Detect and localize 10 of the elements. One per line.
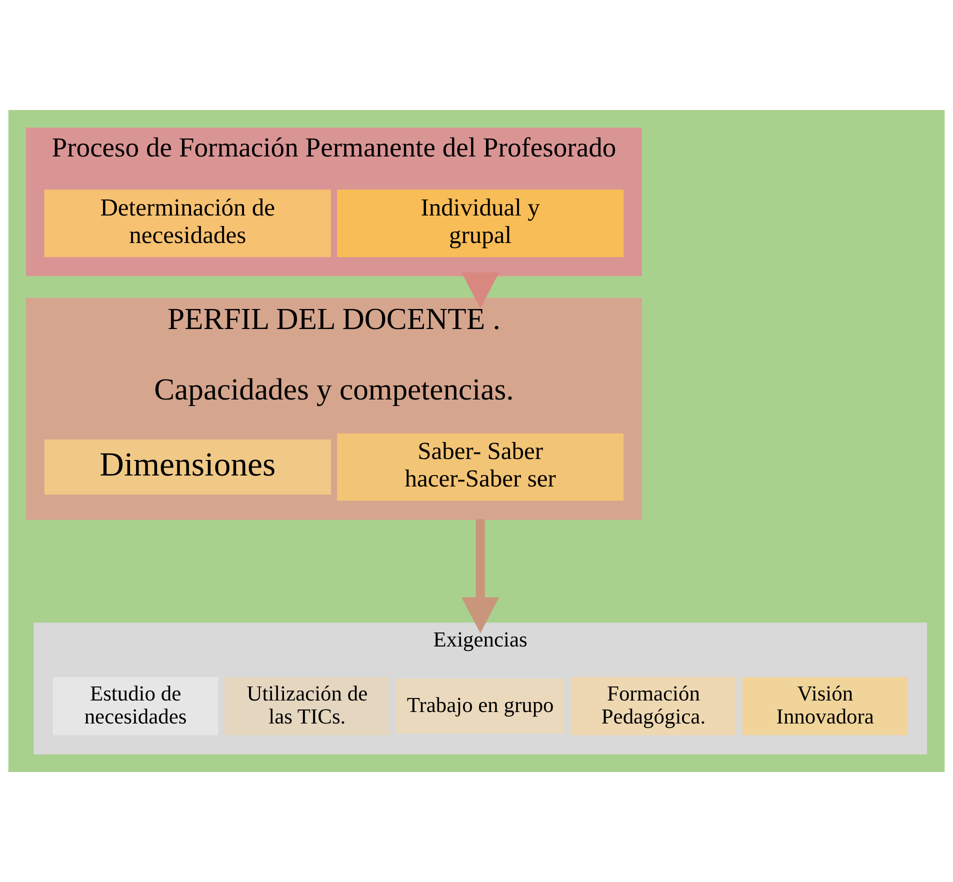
- node-box: Formación Pedagógica.: [570, 677, 736, 736]
- node-box: Visión Innovadora: [742, 677, 908, 736]
- node-box: Dimensiones: [44, 439, 331, 495]
- node-box: Utilización de las TICs.: [224, 677, 390, 736]
- node-box: Trabajo en grupo: [396, 678, 565, 734]
- node-box: Individual y grupal: [337, 190, 624, 258]
- node-box: Determinación de necesidades: [44, 190, 331, 258]
- node-box: Saber- Saber hacer-Saber ser: [337, 433, 624, 501]
- arrow: [461, 519, 500, 634]
- arrow: [461, 272, 500, 308]
